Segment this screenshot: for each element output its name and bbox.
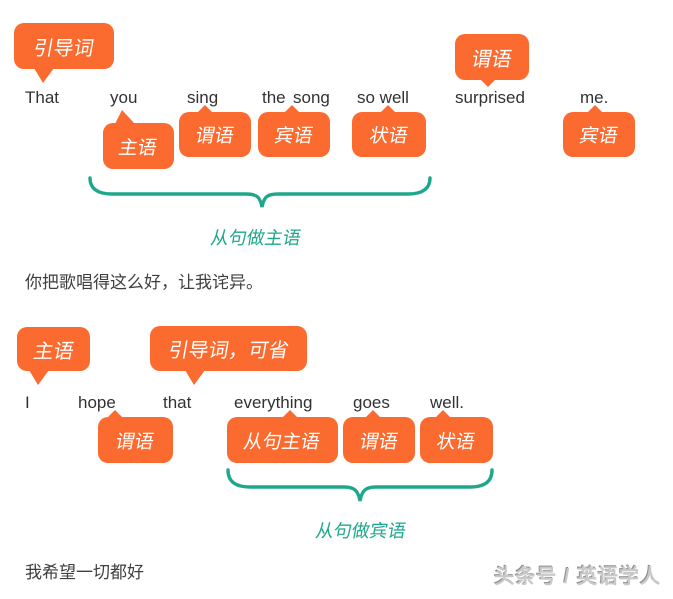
callout-tail: [34, 68, 54, 83]
callout-tail: [480, 79, 496, 87]
watermark-toutiao: 头条号 / 英语学人: [494, 566, 661, 588]
callout-tail: [365, 410, 381, 418]
sentence1-word: so well: [357, 88, 409, 107]
callout-subject-you: 主语: [103, 110, 174, 169]
callout-connector-that: 引导词: [14, 23, 114, 83]
callout-tail: [380, 105, 396, 113]
sentence2-word: I: [25, 393, 30, 412]
callout-tail: [29, 370, 49, 385]
callout-label: 谓语: [193, 126, 236, 147]
callout-object-me: 宾语: [563, 105, 635, 157]
sentence2-word: that: [163, 393, 192, 412]
callout-label: 谓语: [114, 431, 156, 453]
callout-adverbial-sowell: 状语: [352, 105, 426, 157]
caption-clause-as-object: 从句做宾语: [314, 521, 408, 541]
sentence1-word: sing: [187, 88, 219, 107]
sentence2-word: well.: [430, 393, 465, 412]
callout-clause-subject-everything: 从句主语: [227, 410, 338, 463]
callout-label: 从句主语: [242, 431, 322, 453]
sentence1-word: you: [110, 88, 138, 107]
sentence1-word: me.: [580, 88, 609, 107]
callout-label: 状语: [367, 126, 410, 147]
callout-label: 状语: [435, 431, 477, 453]
sentence2-word: everything: [234, 393, 313, 412]
callout-tail: [282, 410, 298, 418]
callout-tail: [197, 105, 213, 113]
callout-tail: [284, 105, 300, 113]
callout-tail: [435, 410, 451, 418]
sentence2-word: goes: [353, 393, 390, 412]
sentence2-word: hope: [78, 393, 116, 412]
callout-label: 宾语: [272, 126, 315, 147]
callout-connector-that-omittable: 引导词，可省: [150, 326, 307, 385]
translation-sentence1: 你把歌唱得这么好，让我诧异。: [25, 273, 263, 292]
sentence1-word: That: [25, 88, 60, 107]
translation-sentence2: 我希望一切都好: [25, 563, 144, 582]
callout-label: 主语: [31, 340, 75, 363]
underbrace-subject-clause: [88, 176, 432, 208]
callout-predicate-sing: 谓语: [179, 105, 251, 157]
callout-tail: [115, 110, 135, 124]
brace-path: [226, 468, 494, 502]
caption-clause-as-subject: 从句做主语: [209, 228, 303, 248]
callout-label: 宾语: [577, 126, 620, 147]
underbrace-object-clause: [226, 468, 494, 502]
sentence1-word: song: [293, 88, 330, 107]
callout-label: 主语: [117, 137, 159, 159]
callout-label: 引导词，可省: [166, 340, 290, 362]
callout-subject-i: 主语: [17, 327, 90, 385]
callout-predicate-goes: 谓语: [343, 410, 415, 463]
callout-object-song: 宾语: [258, 105, 330, 157]
callout-tail: [107, 410, 123, 418]
callout-adverbial-well: 状语: [420, 410, 493, 463]
callout-label: 谓语: [357, 431, 400, 453]
callout-label: 引导词: [31, 37, 96, 60]
brace-path: [88, 176, 432, 208]
callout-predicate-surprised: 谓语: [455, 34, 529, 87]
sentence1-word: surprised: [455, 88, 525, 107]
callout-label: 谓语: [469, 48, 514, 71]
sentence1-word: the: [262, 88, 286, 107]
callout-tail: [587, 105, 603, 113]
callout-predicate-hope: 谓语: [98, 410, 173, 463]
callout-tail: [185, 370, 205, 385]
